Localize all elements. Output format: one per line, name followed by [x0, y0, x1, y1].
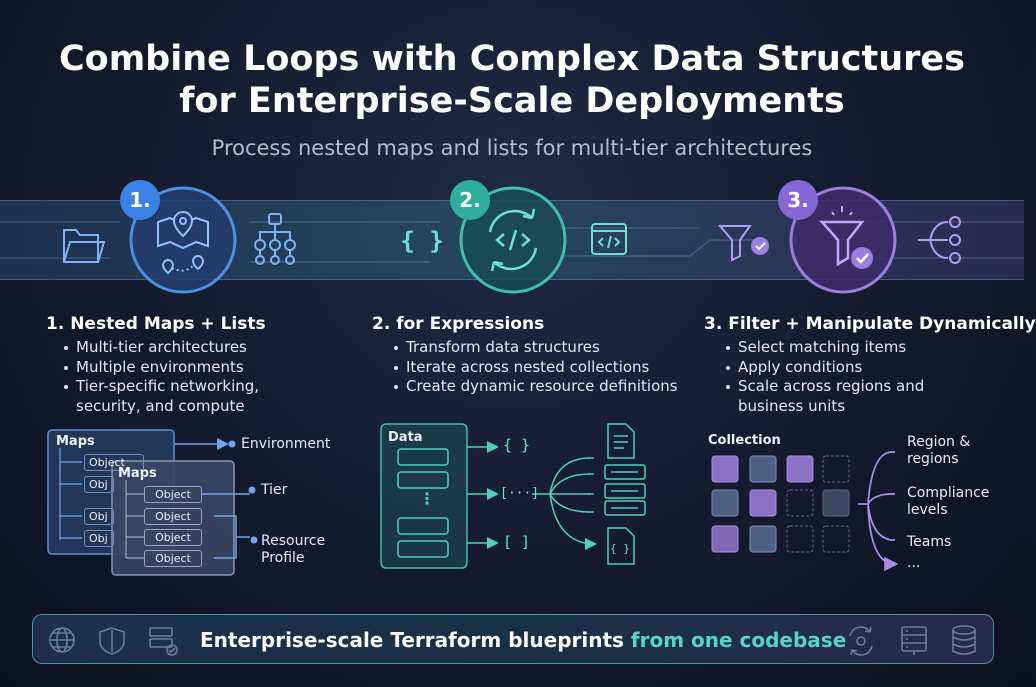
- teams-label: Teams: [907, 534, 952, 550]
- object-box: Object: [144, 529, 202, 546]
- step1-title: 1. Nested Maps + Lists: [46, 314, 266, 334]
- step3-badge: 3.: [778, 180, 818, 220]
- object-box: Object: [84, 454, 144, 471]
- funnel-check-icon: [819, 206, 873, 269]
- code-cycle-icon: [488, 208, 538, 272]
- bullet-item: Multiple environments: [62, 358, 259, 378]
- step1-bullets: Multi-tier architectures Multiple enviro…: [62, 338, 259, 416]
- footer-text-highlight: from one codebase: [630, 628, 847, 652]
- region-label-line1: Region &: [907, 434, 971, 450]
- compliance-label-line2: levels: [907, 502, 948, 518]
- compliance-label-line1: Compliance: [907, 485, 990, 501]
- collection-title: Collection: [708, 433, 781, 448]
- json-file-symbol: { }: [610, 542, 630, 555]
- page-title-line1: Combine Loops with Complex Data Structur…: [58, 39, 966, 79]
- bullet-item-continuation: security, and compute: [76, 396, 245, 415]
- maps-front-title: Maps: [118, 466, 157, 481]
- bullet-item-continuation: business units: [738, 396, 846, 415]
- bullet-item: Transform data structures: [392, 338, 678, 358]
- footer-text: Enterprise-scale Terraform blueprints fr…: [200, 628, 846, 652]
- map-pin-icon: [157, 210, 209, 275]
- more-label: ...: [907, 555, 921, 571]
- data-diagram: [380, 423, 646, 569]
- object-box: Obj: [84, 508, 114, 525]
- bullet-item: Create dynamic resource definitions: [392, 377, 678, 397]
- footer-text-main: Enterprise-scale Terraform blueprints: [200, 628, 631, 652]
- object-box: Object: [144, 486, 202, 503]
- bullet-item: Apply conditions: [724, 358, 924, 378]
- braces-icon: { }: [400, 227, 443, 255]
- step3-title: 3. Filter + Manipulate Dynamically: [704, 314, 1036, 334]
- resource-profile-label-line1: Resource: [261, 533, 326, 549]
- code-window-icon: [591, 223, 627, 255]
- environment-label: Environment: [241, 436, 331, 452]
- object-box: Obj: [84, 476, 114, 493]
- hierarchy-icon: [254, 213, 296, 265]
- maps-back-title: Maps: [56, 434, 95, 449]
- brackets-symbol: [ ]: [503, 533, 531, 551]
- tier-label: Tier: [261, 482, 288, 498]
- step2-badge: 2.: [450, 180, 490, 220]
- object-box: Object: [144, 508, 202, 525]
- object-box: Obj: [84, 530, 114, 547]
- filter-check-icon: [717, 225, 769, 262]
- data-vertical-dots: ⋮: [419, 489, 435, 508]
- bullet-item: Iterate across nested collections: [392, 358, 678, 378]
- page-subtitle: Process nested maps and lists for multi-…: [211, 136, 813, 160]
- step2-bullets: Transform data structures Iterate across…: [392, 338, 678, 397]
- braces-symbol: { }: [503, 436, 531, 454]
- step3-bullets: Select matching items Apply conditions S…: [724, 338, 924, 416]
- bullet-item: Multi-tier architectures: [62, 338, 259, 358]
- svg-text:{ }: { }: [400, 227, 443, 255]
- collection-diagram: [711, 451, 895, 564]
- bullet-item: Scale across regions and: [724, 377, 924, 397]
- page-title-line2: for Enterprise-Scale Deployments: [179, 81, 845, 121]
- bullet-item: Tier-specific networking,: [62, 377, 259, 397]
- data-title: Data: [388, 430, 423, 445]
- bullet-item: Select matching items: [724, 338, 924, 358]
- resource-profile-label-line2: Profile: [261, 550, 305, 566]
- step1-circle: [129, 186, 237, 294]
- object-box: Object: [144, 550, 202, 567]
- step2-title: 2. for Expressions: [372, 314, 545, 334]
- folder-icon: [63, 229, 106, 263]
- branch-nodes-icon: [918, 216, 961, 264]
- footer-banner: [32, 614, 994, 664]
- ellipsis-list-symbol: [···]: [500, 486, 540, 501]
- step1-badge: 1.: [120, 180, 160, 220]
- region-label-line2: regions: [907, 451, 959, 467]
